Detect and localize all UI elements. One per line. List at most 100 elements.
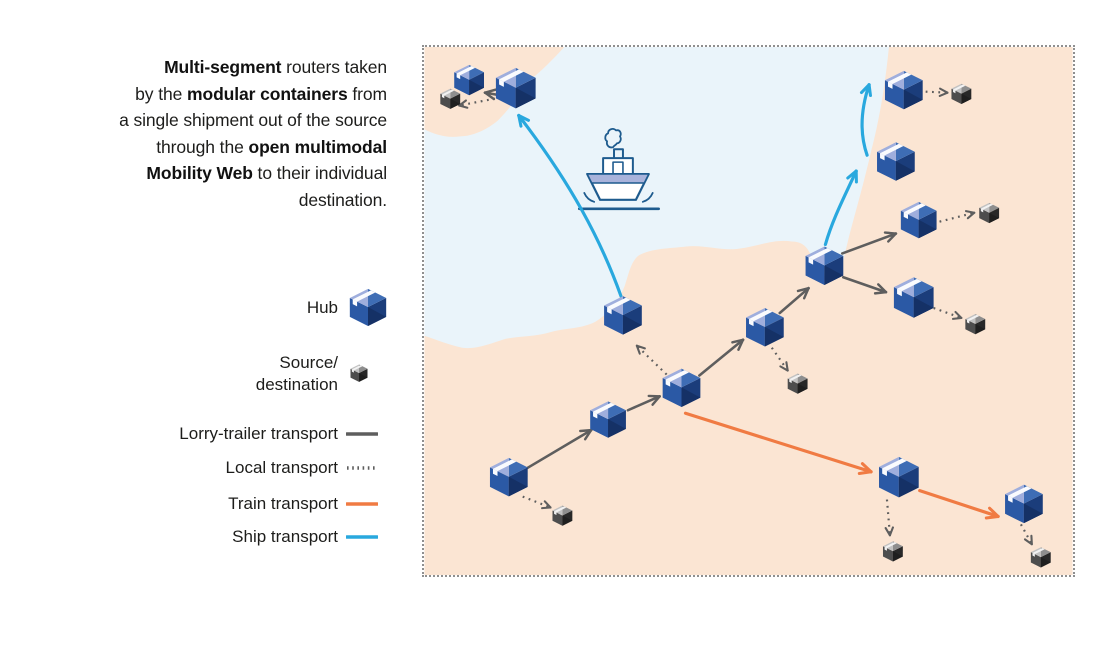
description-text-segment: open multimodal: [248, 136, 387, 157]
description-text-segment: from: [347, 83, 387, 104]
ship-bridge: [602, 157, 634, 176]
description-text-segment: to their individual: [252, 163, 388, 183]
route-arrowhead: [635, 344, 641, 355]
hub-node: [662, 368, 701, 408]
route-arrowhead: [796, 286, 810, 293]
hub-node: [900, 201, 937, 239]
hub-node: [805, 246, 844, 285]
route-arrowhead: [964, 210, 976, 214]
route-arrowhead: [802, 286, 810, 300]
local-transport-label: Local transport: [225, 458, 338, 477]
routes-layer: [458, 83, 1033, 546]
route-arrowhead: [651, 395, 661, 406]
route-arrowhead: [737, 338, 745, 351]
hub-node: [746, 308, 784, 347]
hub-label: Hub: [306, 298, 338, 317]
lorry-line-sample: [338, 430, 390, 438]
legend-row-local-transport: Local transport: [118, 455, 390, 481]
route-arrowhead: [583, 428, 593, 441]
hub-node: [489, 457, 528, 497]
ship-transport-label: Ship transport: [232, 527, 338, 546]
legend-row-ship-transport: Ship transport: [118, 524, 390, 550]
route-arrowhead: [984, 514, 1000, 520]
endpoint-node: [965, 313, 986, 335]
train-line-sample: [338, 500, 390, 508]
endpoint-node: [882, 541, 903, 562]
description-text-segment: through the: [156, 136, 249, 157]
ship-icon: [577, 128, 660, 211]
ship-smoke: [604, 128, 622, 149]
local-line-sample: [338, 464, 390, 472]
hub-icon: [338, 283, 390, 333]
route-arrowhead: [785, 361, 789, 372]
local-line-icon: [347, 466, 377, 470]
description-text-segment: modular containers: [187, 83, 348, 104]
description-text-segment: routers taken: [281, 57, 387, 77]
route-arrowhead: [888, 526, 894, 537]
legend: Hub Source/ destination Lorry-trailer tr…: [118, 284, 390, 550]
lorry-route: [698, 338, 745, 377]
route-arrowhead: [860, 462, 873, 474]
ship-route: [823, 169, 858, 247]
lorry-route: [626, 395, 661, 412]
train-route: [918, 489, 1000, 519]
local-route: [636, 344, 668, 376]
route-arrowhead: [883, 231, 898, 235]
description-text-segment: destination.: [298, 189, 387, 210]
train-route: [683, 411, 873, 474]
route-arrowhead: [731, 338, 745, 344]
description-text-segment: Multi-segment: [164, 57, 282, 77]
hub-node: [604, 296, 642, 335]
route-arrowhead: [543, 500, 552, 509]
legend-row-lorry-transport: Lorry-trailer transport: [118, 421, 390, 447]
ship-spray-left: [583, 192, 596, 203]
lorry-transport-label: Lorry-trailer transport: [179, 424, 338, 443]
route-arrowhead: [483, 91, 496, 101]
lorry-line-icon: [346, 432, 378, 436]
map-canvas: [424, 47, 1073, 575]
legend-dark-cube: [350, 364, 368, 382]
dark-cube-icon: [350, 364, 368, 382]
route-arrowhead: [939, 87, 949, 94]
legend-row-source: Source/ destination: [118, 346, 390, 402]
endpoint-node: [1030, 547, 1051, 568]
hub-node: [884, 70, 923, 110]
route-arrowhead: [951, 316, 963, 320]
route-arrowhead: [867, 83, 872, 98]
local-route: [770, 347, 789, 372]
route-arrowhead: [541, 506, 552, 510]
hub-node: [495, 67, 536, 109]
route-arrowhead: [857, 470, 873, 476]
route-arrowhead: [579, 428, 593, 433]
ship-route: [860, 83, 871, 157]
mobility-web-map: [422, 45, 1075, 577]
ship-route: [517, 113, 623, 298]
lorry-route: [778, 286, 810, 315]
route-arrowhead: [938, 91, 949, 98]
hub-node: [877, 142, 915, 181]
route-arrowhead: [884, 526, 891, 537]
train-line-icon: [346, 502, 378, 506]
train-transport-label: Train transport: [228, 494, 338, 513]
lorry-route: [526, 428, 593, 470]
ship-bulwark: [586, 173, 650, 184]
hub-node: [893, 277, 934, 318]
route-arrowhead: [1023, 538, 1033, 546]
route-arrowhead: [517, 113, 531, 122]
source-destination-icon: [338, 360, 390, 388]
endpoint-node: [552, 505, 573, 526]
route-arrowhead: [887, 232, 898, 243]
route-arrowhead: [988, 506, 1000, 518]
legend-row-train-transport: Train transport: [118, 491, 390, 517]
description-text-segment: Mobility Web: [146, 163, 253, 183]
hub-cube-icon: [349, 288, 387, 326]
endpoint-node: [787, 373, 808, 394]
route-arrowhead: [877, 283, 888, 294]
legend-row-hub: Hub: [118, 284, 390, 332]
source-destination-label: Source/ destination: [255, 353, 338, 394]
nodes-layer: [440, 64, 1051, 568]
hub-node: [879, 456, 919, 498]
ship-line-icon: [346, 535, 378, 539]
